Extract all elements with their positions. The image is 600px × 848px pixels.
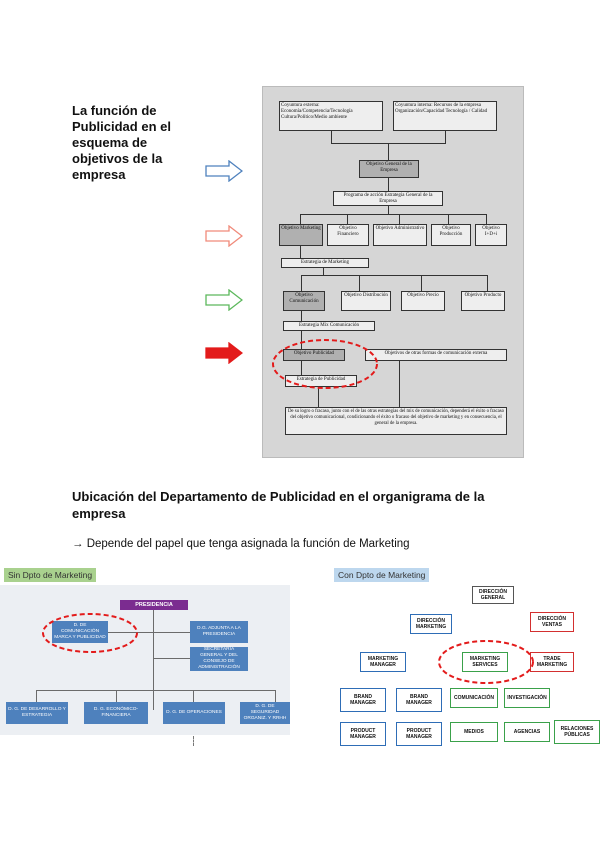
book-other-objectives: Objetivos de otras formas de comunicació… (365, 349, 507, 361)
book-obj-distribution: Objetivo Distribución (341, 291, 391, 311)
book-adv-strategy: Estrategia de Publicidad (285, 375, 357, 387)
intro-text: La función de Publicidad en el esquema d… (72, 103, 171, 182)
org-direccion-marketing: DIRECCIÓN MARKETING (410, 614, 452, 634)
org-direccion-ventas: DIRECCIÓN VENTAS (530, 612, 574, 632)
book-obj-rnd: Objetivo I+D+i (475, 224, 507, 246)
highlight-ellipse-icon (272, 339, 378, 389)
note-text: → Depende del papel que tenga asignada l… (72, 538, 410, 550)
book-comm-mix-strategy: Estrategia Mix Comunicación (283, 321, 375, 331)
book-obj-price: Objetivo Precio (401, 291, 445, 311)
tag-with-marketing: Con Dpto de Marketing (334, 568, 430, 582)
org-brand-manager-2: BRAND MANAGER (396, 688, 442, 712)
arrow-salmon-icon (205, 225, 243, 247)
book-obj-admin: Objetivo Administrativo (373, 224, 427, 246)
org-finance: D. G. ECONÓMICO-FINANCIERA (84, 702, 148, 724)
highlight-ellipse-icon (42, 613, 138, 653)
book-obj-product: Objetivo Producto (461, 291, 505, 311)
book-footer-text: De su logro o fracaso, junto con el de l… (285, 407, 507, 435)
book-obj-marketing: Objetivo Marketing (279, 224, 323, 246)
section-heading: Ubicación del Departamento de Publicidad… (72, 489, 485, 521)
org-secretary-dept: SECRETARÍA GENERAL Y DEL CONSEJO DE ADMI… (190, 647, 248, 671)
book-adv-objective: Objetivo Publicidad (283, 349, 345, 361)
book-internal-box: Coyuntura interna: Recursos de la empres… (393, 101, 497, 131)
arrow-green-icon (205, 289, 243, 311)
book-external-box: Coyuntura externa: Economía/Competencia/… (279, 101, 383, 131)
book-action-program: Programa de acción Estrategia General de… (333, 191, 443, 206)
org-presidencia: PRESIDENCIA (120, 600, 188, 610)
org-chart-left: PRESIDENCIA D. DE COMUNICACIÓN MARCA Y P… (0, 585, 290, 735)
org-direccion-general: DIRECCIÓN GENERAL (472, 586, 514, 604)
org-agencias: AGENCIAS (504, 722, 550, 742)
org-dev-strategy: D. G. DE DESARROLLO Y ESTRATEGIA (6, 702, 68, 724)
org-trade-marketing: TRADE MARKETING (530, 652, 574, 672)
org-operations: D. G. DE OPERACIONES (163, 702, 225, 724)
org-security-hr: D. G. DE SEGURIDAD ORGANIZ. Y RRHH (240, 702, 290, 724)
org-marketing-services: MARKETING SERVICES (462, 652, 508, 672)
org-communication-dept: D. DE COMUNICACIÓN MARCA Y PUBLICIDAD (52, 621, 108, 643)
org-adjunct-dept: D.G. ADJUNTA A LA PRESIDENCIA (190, 621, 248, 643)
org-product-manager-2: PRODUCT MANAGER (396, 722, 442, 746)
tag-without-marketing: Sin Dpto de Marketing (4, 568, 97, 582)
org-brand-manager-1: BRAND MANAGER (340, 688, 386, 712)
org-chart-right: DIRECCIÓN GENERAL DIRECCIÓN MARKETING DI… (330, 580, 600, 750)
org-medios: MEDIOS (450, 722, 498, 742)
book-obj-communication: Objetivo Comunicación (283, 291, 325, 311)
org-comunicacion: COMUNICACIÓN (450, 688, 498, 708)
org-product-manager-1: PRODUCT MANAGER (340, 722, 386, 746)
org-investigacion: INVESTIGACIÓN (504, 688, 550, 708)
org-marketing-manager: MARKETING MANAGER (360, 652, 406, 672)
book-general-objective: Objetivo General de la Empresa (359, 160, 419, 178)
book-obj-production: Objetivo Producción (431, 224, 471, 246)
arrow-red-icon (205, 342, 243, 364)
book-diagram-photo: Coyuntura externa: Economía/Competencia/… (262, 86, 524, 458)
highlight-ellipse-icon (438, 640, 534, 684)
book-obj-financial: Objetivo Financiero (327, 224, 369, 246)
book-marketing-strategy: Estrategia de Marketing (281, 258, 369, 268)
org-relaciones-publicas: RELACIONES PÚBLICAS (554, 720, 600, 744)
arrow-blue-icon (205, 160, 243, 182)
